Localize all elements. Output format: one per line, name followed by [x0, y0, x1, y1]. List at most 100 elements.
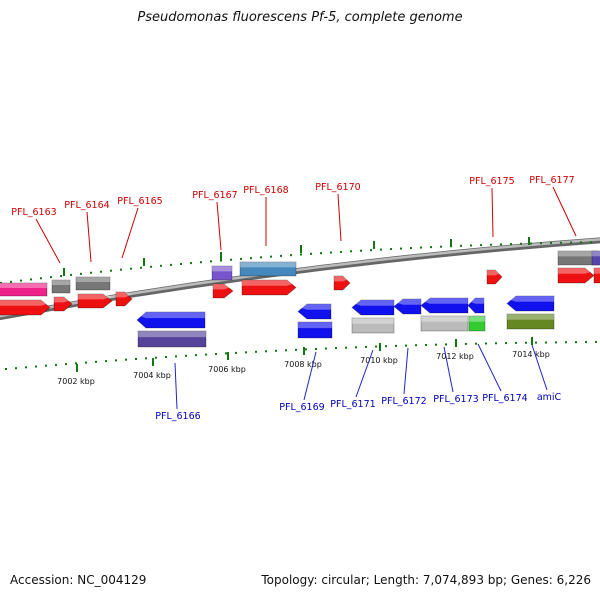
gene-feature	[506, 313, 555, 330]
tick-dot	[60, 275, 62, 278]
tick-dot	[350, 250, 352, 253]
gene-shine	[0, 300, 50, 306]
gene-feature	[351, 299, 395, 316]
gene-feature	[557, 267, 595, 284]
gene-feature	[0, 282, 48, 297]
tick-dot	[10, 280, 12, 283]
gene-shine	[138, 331, 206, 338]
gene-leader-line	[121, 207, 139, 259]
tick-dot	[395, 344, 397, 347]
gene-shine	[54, 297, 72, 303]
tick-dot	[530, 242, 532, 245]
gene-body	[420, 315, 469, 332]
gene-shine	[116, 292, 132, 298]
gene-shine	[558, 268, 594, 274]
gene-label-bottom: amiC	[537, 392, 562, 403]
gene-feature	[468, 315, 486, 332]
tick-dot	[35, 365, 37, 368]
tick-dot	[160, 264, 162, 267]
gene-feature	[51, 279, 71, 294]
gene-body	[506, 295, 555, 312]
gene-feature	[137, 330, 207, 348]
tick-dot	[375, 345, 377, 348]
tick-dot	[330, 251, 332, 254]
gene-feature	[467, 297, 485, 314]
tick-dot	[545, 341, 547, 344]
tick-dot	[235, 351, 237, 354]
gene-body	[241, 279, 297, 296]
gene-feature	[211, 265, 233, 281]
tick-dot	[475, 342, 477, 345]
gene-feature	[506, 295, 555, 312]
gene-label-bottom: PFL_6171	[330, 399, 375, 410]
tick-dot	[95, 360, 97, 363]
major-tick	[220, 252, 222, 260]
gene-body	[136, 311, 206, 329]
tick-dot	[110, 269, 112, 272]
tick-dot	[575, 341, 577, 344]
gene-leader-line	[216, 201, 222, 251]
tick-dot	[100, 270, 102, 273]
tick-dot	[140, 266, 142, 269]
gene-body	[420, 297, 469, 314]
tick-dot	[295, 348, 297, 351]
accession-label: Accession: NC_004129	[10, 573, 147, 587]
tick-dot	[305, 348, 307, 351]
gene-shine	[421, 298, 468, 304]
tick-dot	[420, 246, 422, 249]
tick-dot	[595, 341, 597, 344]
gene-shine	[507, 296, 554, 302]
gene-body	[593, 267, 600, 284]
gene-body	[53, 296, 73, 312]
gene-body	[51, 279, 71, 294]
gene-shine	[52, 280, 70, 285]
tick-dot	[585, 341, 587, 344]
gene-shine	[352, 318, 394, 324]
tick-dot	[310, 252, 312, 255]
tick-dot	[130, 267, 132, 270]
gene-shine	[558, 251, 598, 257]
tick-dot	[150, 265, 152, 268]
gene-shine	[298, 304, 331, 310]
tick-dot	[85, 361, 87, 364]
tick-dot	[550, 241, 552, 244]
tick-dot	[80, 272, 82, 275]
genome-summary: Topology: circular; Length: 7,074,893 bp…	[261, 573, 591, 587]
gene-body	[239, 261, 297, 277]
gene-body	[557, 267, 595, 284]
gene-label-top: PFL_6164	[64, 200, 109, 211]
major-tick	[450, 239, 452, 247]
gene-shine	[242, 280, 296, 286]
gene-body	[115, 291, 133, 307]
tick-dot	[5, 368, 7, 370]
tick-dot	[200, 261, 202, 264]
gene-leader-line	[303, 351, 317, 401]
gene-shine	[468, 298, 484, 304]
tick-dot	[25, 366, 27, 369]
tick-dot	[500, 243, 502, 246]
gene-feature	[593, 267, 600, 284]
major-tick	[455, 339, 457, 347]
tick-dot	[460, 244, 462, 247]
tick-dot	[120, 268, 122, 271]
major-tick	[528, 237, 530, 245]
tick-dot	[490, 243, 492, 246]
tick-dot	[435, 343, 437, 346]
kbp-tick-label: 7002 kbp	[57, 377, 95, 386]
tick-dot	[505, 342, 507, 345]
kbp-tick-label: 7010 kbp	[360, 356, 398, 365]
gene-body	[0, 299, 51, 316]
gene-feature	[115, 291, 133, 307]
tick-dot	[170, 263, 172, 266]
tick-dot	[335, 347, 337, 350]
tick-dot	[345, 346, 347, 349]
kbp-tick-label: 7012 kbp	[436, 352, 474, 361]
gene-shine	[213, 284, 233, 290]
tick-dot	[190, 262, 192, 265]
kbp-tick-label: 7004 kbp	[133, 371, 171, 380]
gene-feature	[591, 250, 600, 266]
gene-shine	[592, 251, 600, 257]
gene-body	[0, 282, 48, 297]
gene-label-top: PFL_6177	[529, 175, 574, 186]
